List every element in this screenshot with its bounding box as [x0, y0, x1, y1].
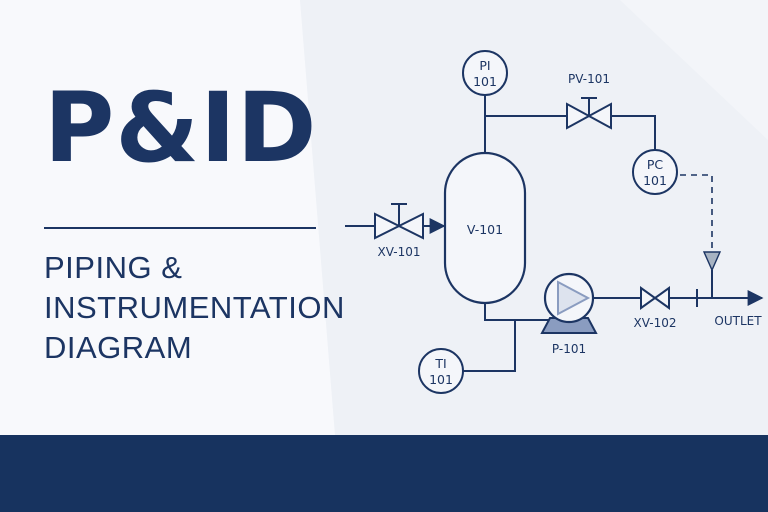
- pump-p101[interactable]: [540, 272, 598, 334]
- valve-xv101-label: XV-101: [378, 245, 421, 259]
- pid-diagram: V-101 XV-101 PV-101 XV-102 P-101 OUTLET …: [345, 50, 764, 394]
- pc101-tag-line2: 101: [643, 173, 667, 188]
- subtitle-line-1: PIPING &: [44, 250, 183, 285]
- valve-xv102[interactable]: [640, 286, 670, 310]
- vessel-label: V-101: [467, 222, 503, 237]
- instrument-pc101[interactable]: PC 101: [632, 149, 678, 195]
- pump-triangle-icon: [557, 280, 591, 316]
- pump-label: P-101: [552, 342, 586, 356]
- pi101-tag-line2: 101: [473, 74, 497, 89]
- valve-xv102-label: XV-102: [634, 316, 677, 330]
- valve-xv101[interactable]: [374, 203, 424, 240]
- footer-bar: [0, 435, 768, 512]
- valve-pv101[interactable]: [566, 97, 612, 130]
- valve-pv101-label: PV-101: [568, 72, 610, 86]
- page-title: P&ID: [44, 72, 318, 184]
- pc101-tag-line1: PC: [647, 157, 664, 172]
- ti101-tag-line1: TI: [434, 356, 446, 371]
- page-subtitle: PIPING & INSTRUMENTATION DIAGRAM: [44, 248, 345, 368]
- instrument-ti101[interactable]: TI 101: [418, 348, 464, 394]
- ti101-tag-line2: 101: [429, 372, 453, 387]
- actuator-arrow-icon: [702, 251, 722, 272]
- background-shape: [0, 0, 768, 435]
- bottom-line: [484, 302, 550, 321]
- subtitle-line-3: DIAGRAM: [44, 330, 193, 365]
- pi101-tag-line1: PI: [479, 58, 490, 73]
- ti-connection: [460, 320, 516, 372]
- vessel-v101[interactable]: V-101: [443, 151, 527, 305]
- outlet-label: OUTLET: [714, 314, 762, 328]
- control-signal-line: [680, 174, 713, 252]
- title-divider: [44, 227, 316, 229]
- instrument-pi101[interactable]: PI 101: [462, 50, 508, 96]
- subtitle-line-2: INSTRUMENTATION: [44, 290, 345, 325]
